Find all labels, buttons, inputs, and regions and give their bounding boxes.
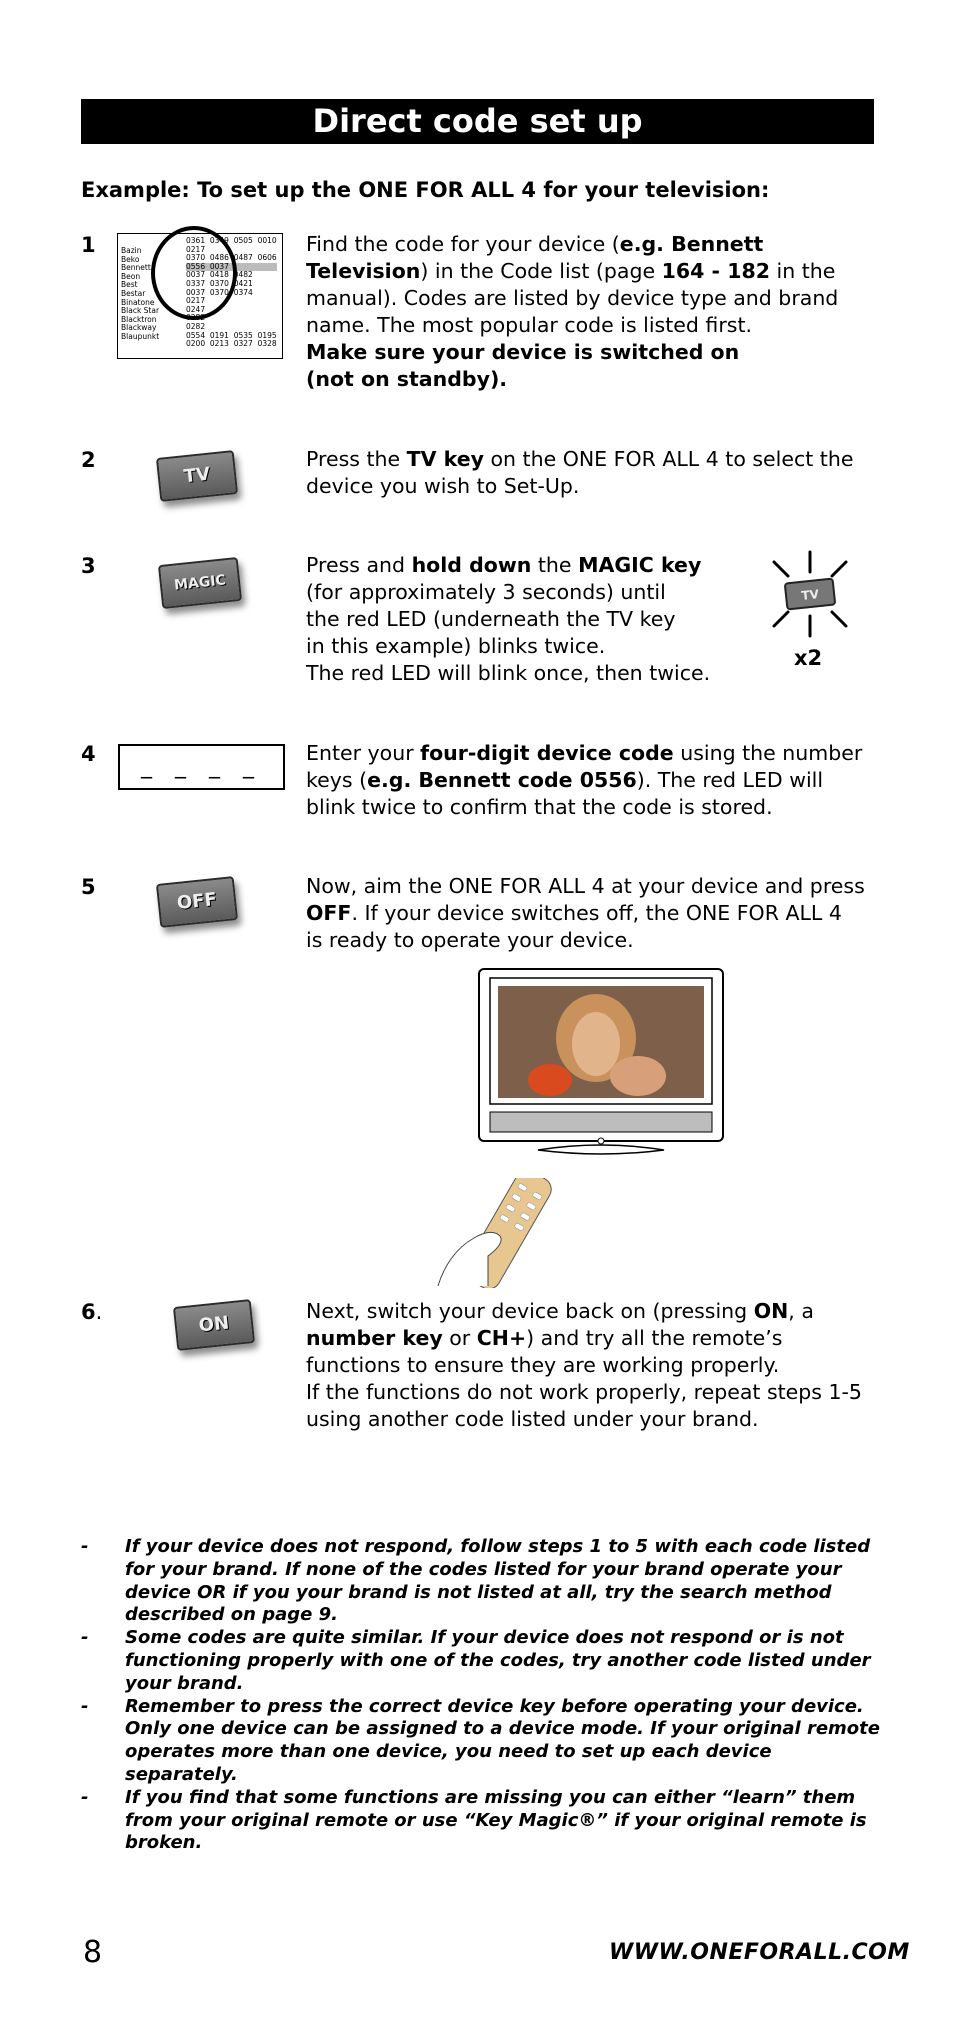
- off-key: OFF: [155, 876, 239, 928]
- step-1-number: 1: [81, 233, 96, 257]
- note-line: If you find that some functions are miss…: [125, 1786, 856, 1808]
- tv-key: TV: [155, 450, 239, 502]
- note-dash: -: [81, 1536, 89, 1557]
- code-list-codes-row: 0554 0191 0535 0195: [186, 330, 277, 340]
- code-list-brand: Black Star: [121, 306, 160, 316]
- step-3-number: 3: [81, 554, 96, 578]
- code-list-brand: Bazin: [121, 246, 142, 255]
- code-list-brand: Bestar: [121, 288, 146, 298]
- page-title: Direct code set up: [81, 99, 874, 144]
- step-3-text: Press and hold down the MAGIC key (for a…: [306, 553, 711, 685]
- example-heading: Example: To set up the ONE FOR ALL 4 for…: [81, 178, 770, 202]
- step-4-number: 4: [81, 742, 96, 766]
- television-illustration: [478, 968, 724, 1155]
- note-line: device OR if you your brand is not liste…: [125, 1581, 832, 1603]
- step-4-text: Enter your four-digit device code using …: [306, 741, 863, 819]
- step-6-number: 6.: [81, 1300, 103, 1324]
- note-line: operates more than one device, you need …: [125, 1741, 772, 1785]
- code-list-brand: Binatone: [121, 297, 155, 307]
- notes-list: - If your device does not respond, follow…: [81, 1536, 881, 1855]
- code-entry-box: _ _ _ _: [118, 744, 285, 790]
- note-line: your brand.: [125, 1672, 244, 1694]
- highlight-circle: [151, 226, 237, 320]
- step-1-line: name. The most popular code is listed fi…: [306, 313, 752, 337]
- website-url: WWW.ONEFORALL.COM: [609, 1940, 910, 1965]
- note-line: Some codes are quite similar. If your de…: [125, 1627, 844, 1649]
- note-line: Only one device can be assigned to a dev…: [125, 1718, 880, 1740]
- note-dash: -: [81, 1627, 89, 1649]
- code-list-brand: Bennett: [121, 263, 151, 273]
- step-1-line: Find the code for your device (e.g. Benn…: [306, 232, 764, 256]
- note-line: broken.: [125, 1832, 203, 1854]
- note-line: functioning properly with one of the cod…: [125, 1649, 871, 1671]
- step-5-text: Now, aim the ONE FOR ALL 4 at your devic…: [306, 874, 865, 952]
- step-1-text: Find the code for your device (e.g. Benn…: [306, 231, 838, 393]
- code-list-brand: Blackway: [121, 323, 157, 333]
- code-list-brand: Best: [121, 280, 138, 290]
- note-line: from your original remote or use “Key Ma…: [125, 1809, 867, 1831]
- step-1-line: Make sure your device is switched on: [306, 340, 740, 364]
- note-line: described on page 9.: [125, 1604, 338, 1626]
- note-item: - Remember to press the correct device ke…: [81, 1696, 881, 1787]
- step-6-text: Next, switch your device back on (pressi…: [306, 1299, 862, 1431]
- code-list-brand: Beon: [121, 271, 141, 281]
- page-number: 8: [83, 1935, 103, 1970]
- blinking-tv-key-icon: TV: [772, 550, 848, 638]
- step-1-line: Television) in the Code list (page 164 -…: [306, 259, 836, 283]
- note-dash: -: [81, 1695, 89, 1717]
- note-item: - If you find that some functions are mis…: [81, 1787, 881, 1855]
- step-1-line: manual). Codes are listed by device type…: [306, 286, 839, 310]
- note-dash: -: [81, 1786, 89, 1808]
- code-list-codes-row: 0200 0213 0327 0328: [186, 339, 277, 349]
- note-line: If your device does not respond, follow …: [125, 1536, 871, 1557]
- blink-key-label: TV: [801, 587, 821, 603]
- blink-count: x2: [794, 646, 823, 670]
- remote-in-hand-illustration: [437, 1178, 552, 1288]
- code-list-brand: Beko: [121, 254, 140, 264]
- step-2-number: 2: [81, 448, 96, 472]
- note-item: - If your device does not respond, follow…: [81, 1536, 881, 1627]
- magic-key: MAGIC: [157, 556, 243, 610]
- step-1-line: (not on standby).: [306, 367, 508, 391]
- note-line: for your brand. If none of the codes lis…: [125, 1558, 842, 1580]
- code-list-brand: Blacktron: [121, 314, 157, 324]
- step-2-text: Press the TV key on the ONE FOR ALL 4 to…: [306, 447, 854, 498]
- step-5-number: 5: [81, 875, 96, 899]
- code-list-brand: Blaupunkt: [121, 331, 160, 341]
- note-line: Remember to press the correct device key…: [125, 1695, 864, 1717]
- note-item: - Some codes are quite similar. If your d…: [81, 1627, 881, 1695]
- on-key: ON: [172, 1299, 256, 1351]
- code-list-codes-row: 0282: [186, 321, 206, 331]
